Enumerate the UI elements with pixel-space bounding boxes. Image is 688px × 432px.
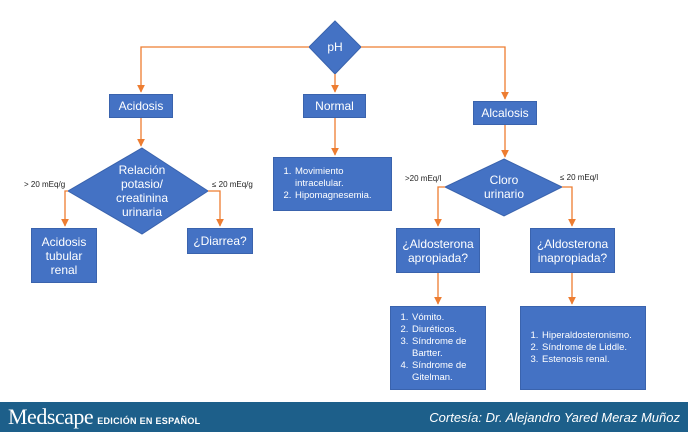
medscape-logo: Medscape EDICIÓN EN ESPAÑOL <box>8 404 200 430</box>
aldosterona-apropiada-box: ¿Aldosterona apropiada? <box>396 228 480 273</box>
apropiada-list-item: Síndrome de Gitelman. <box>411 360 479 384</box>
normal-list-box: Movimiento intracelular. Hipomagnesemia. <box>273 157 392 211</box>
connector-relacion-left <box>61 190 69 227</box>
acidosis-box: Acidosis <box>109 94 173 118</box>
apropiada-list: Vómito. Diuréticos. Síndrome de Bartter.… <box>397 312 479 384</box>
edge-label-alc-left: >20 mEq/l <box>405 174 442 183</box>
normal-list-item: Movimiento intracelular. <box>294 166 385 190</box>
relacion-diamond <box>67 147 209 235</box>
apropiada-list-item: Síndrome de Bartter. <box>411 336 479 360</box>
apropiada-list-item: Vómito. <box>411 312 479 324</box>
connector-ph-alcalosis <box>361 46 509 100</box>
edge-label-acid-left: > 20 mEq/g <box>24 180 66 189</box>
brand-edition: EDICIÓN EN ESPAÑOL <box>97 416 201 426</box>
ph-label: pH <box>327 40 343 54</box>
cloro-label: Cloro urinario <box>483 173 525 201</box>
connector-relacion-right <box>208 190 224 227</box>
normal-box: Normal <box>303 94 366 118</box>
aldosterona-inapropiada-box: ¿Aldosterona inapropiada? <box>530 228 615 273</box>
acidosis-tubular-box: Acidosis tubular renal <box>31 228 97 283</box>
connector-cloro-right <box>562 186 576 227</box>
relacion-label: Relación potasio/ creatinina urinaria <box>115 163 169 219</box>
apropiada-list-item: Diuréticos. <box>411 324 479 336</box>
inapropiada-list: Hiperaldosteronismo. Síndrome de Liddle.… <box>527 330 632 366</box>
inapropiada-list-item: Hiperaldosteronismo. <box>541 330 632 342</box>
normal-list: Movimiento intracelular. Hipomagnesemia. <box>280 166 385 202</box>
cloro-diamond <box>443 158 564 217</box>
apropiada-list-box: Vómito. Diuréticos. Síndrome de Bartter.… <box>390 306 486 390</box>
edge-label-acid-right: ≤ 20 mEq/g <box>212 180 253 189</box>
inapropiada-list-item: Estenosis renal. <box>541 354 632 366</box>
diarrea-box: ¿Diarrea? <box>187 228 253 254</box>
connector-ph-acidosis <box>137 46 309 93</box>
brand-name: Medscape <box>8 404 94 429</box>
inapropiada-list-box: Hiperaldosteronismo. Síndrome de Liddle.… <box>520 306 646 390</box>
alcalosis-box: Alcalosis <box>473 101 537 125</box>
flowchart: pH Relación potasio/ creatinina urinaria… <box>0 0 688 402</box>
flowchart-graphics <box>61 20 576 305</box>
footer-bar: Medscape EDICIÓN EN ESPAÑOL Cortesía: Dr… <box>0 402 688 432</box>
inapropiada-list-item: Síndrome de Liddle. <box>541 342 632 354</box>
credit-text: Cortesía: Dr. Alejandro Yared Meraz Muño… <box>429 409 680 425</box>
connector-cloro-left <box>434 186 445 227</box>
edge-label-alc-right: ≤ 20 mEq/l <box>560 173 599 182</box>
normal-list-item: Hipomagnesemia. <box>294 190 385 202</box>
